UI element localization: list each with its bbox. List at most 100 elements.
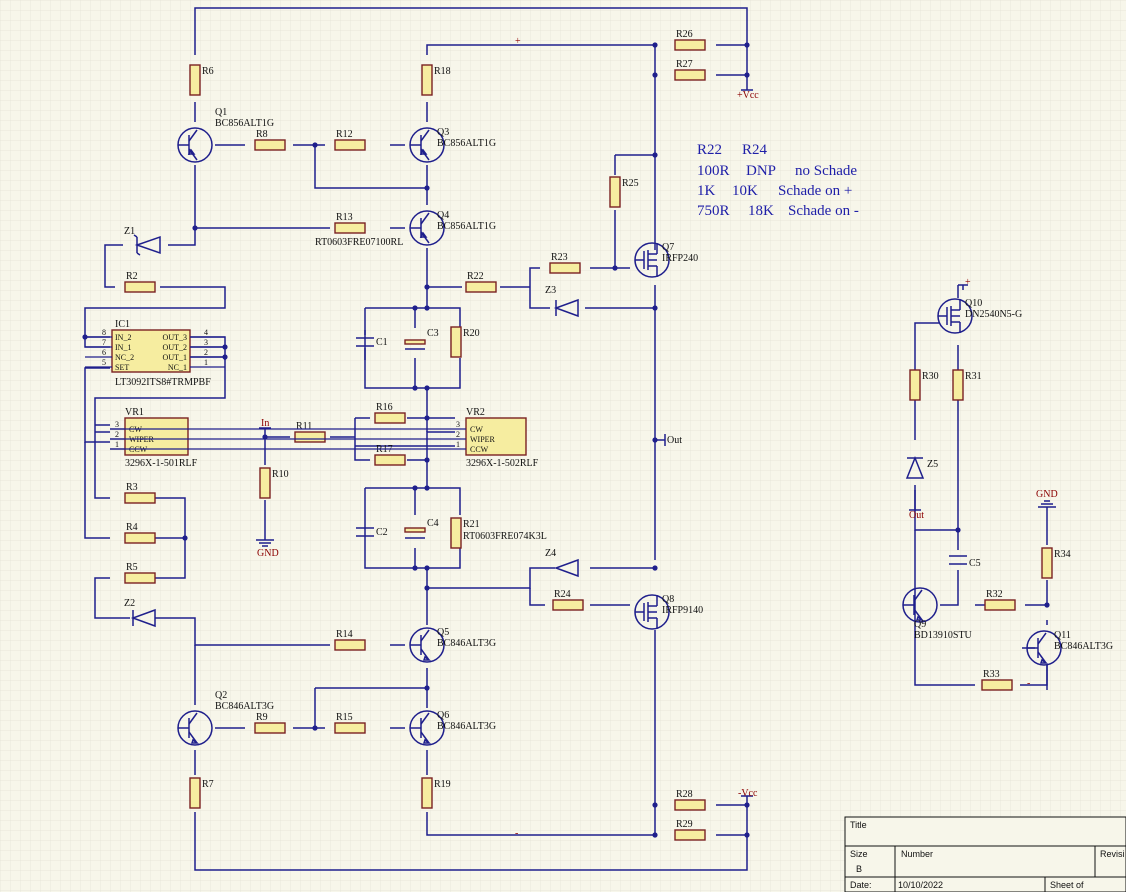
resistor-r26[interactable]: R26	[674, 29, 706, 51]
ic1-value: LT3092ITS8#TRMPBF	[115, 377, 211, 388]
transistor-q8-value: IRFP9140	[662, 605, 703, 616]
ic1-pin-num-1: 1	[204, 358, 208, 367]
transistor-q11-label: Q11	[1054, 630, 1071, 641]
resistor-r14[interactable]: R14	[334, 629, 366, 651]
resistor-r23[interactable]: R23	[549, 252, 581, 274]
resistor-r33[interactable]: R33	[981, 669, 1013, 691]
resistor-r9[interactable]: R9	[254, 712, 286, 734]
resistor-r28-label: R28	[676, 789, 693, 800]
ic1-pin-in_2: IN_2	[115, 333, 131, 342]
capacitor-c1-label: C1	[376, 337, 388, 348]
transistor-q4-value: BC856ALT1G	[437, 221, 496, 232]
resistor-r28[interactable]: R28	[674, 789, 706, 811]
transistor-q8-label: Q8	[662, 594, 674, 605]
resistor-r5[interactable]: R5	[124, 562, 156, 584]
resistor-r4[interactable]: R4	[124, 522, 156, 544]
resistor-r18-body	[421, 64, 433, 96]
resistor-r16[interactable]: R16	[374, 402, 406, 424]
out-port-right[interactable]: Out	[909, 490, 924, 521]
resistor-r30[interactable]: R30	[909, 369, 939, 401]
note-row1-r24: DNP	[746, 163, 776, 179]
vcc-negative-port[interactable]: -Vcc	[738, 788, 758, 800]
sheet-label: Sheet	[1050, 880, 1074, 890]
ic1-pin-num-3: 3	[204, 338, 208, 347]
resistor-r32[interactable]: R32	[984, 589, 1016, 611]
resistor-r10[interactable]: R10	[259, 467, 289, 499]
note-row1-effect: no Schade	[795, 163, 857, 179]
gnd-port-left[interactable]: GND	[256, 539, 279, 559]
resistor-r7[interactable]: R7	[189, 777, 214, 809]
sheet-of-label: of	[1076, 880, 1084, 890]
date-label: Date:	[850, 880, 872, 890]
resistor-r7-body	[189, 777, 201, 809]
out-port[interactable]: Out	[664, 434, 682, 446]
vr2-pin-num-3: 3	[456, 420, 460, 429]
transistor-q10-label: Q10	[965, 298, 982, 309]
resistor-r23-label: R23	[551, 252, 568, 263]
note-row2-r22: 1K	[697, 183, 716, 199]
resistor-r26-label: R26	[676, 29, 693, 40]
vcc-positive-port[interactable]: +Vcc	[737, 85, 759, 101]
resistor-r22-body	[465, 281, 497, 293]
resistor-r29[interactable]: R29	[674, 819, 706, 841]
transistor-q3-label: Q3	[437, 127, 449, 138]
resistor-r6-label: R6	[202, 66, 214, 77]
resistor-r15[interactable]: R15	[334, 712, 366, 734]
resistor-r29-body	[674, 829, 706, 841]
resistor-r31[interactable]: R31	[952, 369, 982, 401]
transistor-q1-value: BC856ALT1G	[215, 118, 274, 129]
note-row2-r24: 10K	[732, 183, 758, 199]
resistor-r2[interactable]: R2	[124, 271, 156, 293]
transistor-q5-value: BC846ALT3G	[437, 638, 496, 649]
ic1-pins: IN_28IN_17NC_26SET5OUT_34OUT_23OUT_12NC_…	[85, 328, 225, 372]
note-row2-effect: Schade on +	[778, 183, 852, 199]
vr2-pin-num-2: 2	[456, 430, 460, 439]
resistor-r18[interactable]: R18	[421, 64, 451, 96]
resistor-r20[interactable]: R20	[450, 326, 480, 358]
resistor-r13-body	[334, 222, 366, 234]
in-port[interactable]: In	[259, 418, 271, 429]
resistor-r19[interactable]: R19	[421, 777, 451, 809]
resistor-r12[interactable]: R12	[334, 129, 366, 151]
resistor-r34[interactable]: R34	[1041, 547, 1071, 579]
vcc-positive-label: +Vcc	[737, 90, 759, 101]
transistor-q2-label: Q2	[215, 690, 227, 701]
ic1-pin-num-8: 8	[102, 328, 106, 337]
gnd-port-right[interactable]: GND	[1036, 489, 1058, 510]
resistor-r22[interactable]: R22	[465, 271, 497, 293]
minus-port-right-label: -	[1027, 678, 1030, 689]
resistor-r6[interactable]: R6	[189, 64, 214, 96]
resistor-r8[interactable]: R8	[254, 129, 286, 151]
note-row3-effect: Schade on -	[788, 203, 859, 219]
transistor-q11-value: BC846ALT3G	[1054, 641, 1113, 652]
resistor-r24[interactable]: R24	[552, 589, 584, 611]
resistor-r8-body	[254, 139, 286, 151]
resistor-r16-body	[374, 412, 406, 424]
plus-port-right-label: +	[965, 277, 971, 288]
plus-port-right[interactable]: +	[958, 277, 971, 290]
resistor-r11[interactable]: R11	[294, 421, 326, 443]
zener-z3: Z3	[545, 285, 579, 318]
resistor-r27[interactable]: R27	[674, 59, 706, 81]
capacitor-c1: C1	[356, 337, 388, 348]
resistor-r21-label: R21	[463, 519, 480, 530]
zener-z5-label: Z5	[927, 459, 938, 470]
resistor-r3[interactable]: R3	[124, 482, 156, 504]
resistor-r26-body	[674, 39, 706, 51]
resistor-r25[interactable]: R25	[609, 176, 639, 208]
